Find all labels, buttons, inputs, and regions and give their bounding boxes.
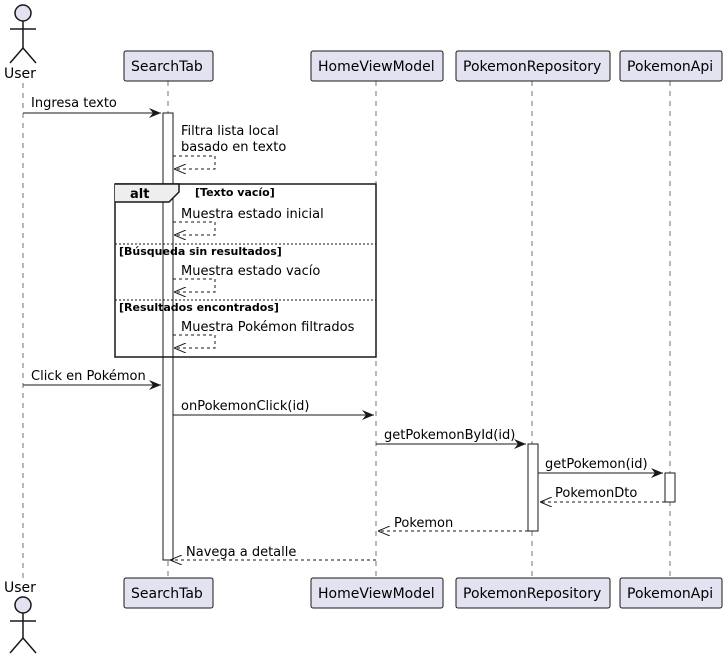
- message-filtra-lista: Filtra lista local basado en texto: [173, 124, 286, 169]
- actor-user-bottom: [9, 596, 37, 654]
- participant-searchtab-label-bottom: SearchTab: [131, 586, 203, 602]
- message-ingresa-texto: Ingresa texto: [23, 96, 161, 118]
- participant-pokemonapi-label: PokemonApi: [627, 59, 713, 75]
- alt-guard-3: [Resultados encontrados]: [119, 301, 279, 314]
- alt-guard-2: [Búsqueda sin resultados]: [119, 245, 282, 258]
- message-label: Click en Pokémon: [31, 369, 146, 384]
- participant-pokemonapi-box: [619, 50, 723, 82]
- message-label: PokemonDto: [555, 486, 637, 501]
- alt-tab: [115, 183, 180, 203]
- message-pokemondto: PokemonDto: [540, 486, 665, 502]
- actor-leg-right: [22, 637, 37, 654]
- participant-homeviewmodel-label: HomeViewModel: [318, 59, 435, 75]
- message-label: getPokemonById(id): [384, 428, 515, 443]
- message-getpokemonbyid: getPokemonById(id): [376, 428, 526, 449]
- participant-pokemonrepository-box: [455, 50, 611, 82]
- message-label: Pokemon: [394, 516, 453, 531]
- actor-leg-left: [9, 637, 24, 654]
- participant-pokemonapi-label-bottom: PokemonApi: [627, 586, 713, 602]
- message-label: Navega a detalle: [186, 545, 296, 560]
- alt-frame: [114, 183, 377, 358]
- participant-pokemonrepository-label-bottom: PokemonRepository: [463, 586, 601, 602]
- actor-user-label: User: [4, 66, 36, 82]
- activation-searchtab: [162, 112, 174, 561]
- message-pokemon-filtrados: Muestra Pokémon filtrados: [173, 320, 355, 348]
- message-getpokemon: getPokemon(id): [538, 457, 663, 478]
- message-estado-inicial: Muestra estado inicial: [173, 207, 324, 235]
- message-pokemon: Pokemon: [378, 516, 528, 531]
- message-estado-vacio: Muestra estado vacío: [173, 264, 320, 292]
- participant-pokemonrepository-label: PokemonRepository: [463, 59, 601, 75]
- message-label: Ingresa texto: [31, 96, 117, 111]
- message-arrow: [173, 155, 216, 169]
- message-label: Muestra Pokémon filtrados: [181, 320, 355, 335]
- actor-user-top: [9, 4, 37, 64]
- message-click-pokemon: Click en Pokémon: [23, 369, 161, 390]
- actor-leg-right: [22, 47, 37, 64]
- participant-homeviewmodel-box-bottom: [310, 577, 444, 609]
- message-navega-detalle: Navega a detalle: [170, 545, 376, 560]
- message-label: Muestra estado inicial: [181, 207, 324, 222]
- actor-head: [14, 596, 32, 614]
- participant-homeviewmodel-label-bottom: HomeViewModel: [318, 586, 435, 602]
- message-label-line-1: Filtra lista local: [181, 124, 279, 139]
- message-label: Muestra estado vacío: [181, 264, 320, 279]
- participant-homeviewmodel-box: [310, 50, 444, 82]
- participants-top: User SearchTab HomeViewModel PokemonRepo…: [4, 4, 723, 82]
- message-arrow: [173, 278, 216, 292]
- participant-pokemonrepository-box-bottom: [455, 577, 611, 609]
- participants-bottom: SearchTab HomeViewModel PokemonRepositor…: [4, 577, 723, 654]
- alt-guard-1: [Texto vacío]: [195, 186, 275, 199]
- message-onpokemonclick: onPokemonClick(id): [173, 399, 374, 420]
- alt-fragment: alt [Texto vacío] [Búsqueda sin resultad…: [114, 183, 377, 358]
- participant-searchtab-label: SearchTab: [131, 59, 203, 75]
- participant-pokemonapi-box-bottom: [619, 577, 723, 609]
- actor-user-label-bottom: User: [4, 580, 36, 596]
- actor-head: [14, 4, 32, 22]
- alt-keyword: alt: [130, 187, 149, 202]
- actor-leg-left: [9, 47, 24, 64]
- participant-searchtab-box: [123, 50, 214, 82]
- activation-pokemonrepository: [527, 443, 539, 532]
- message-label: getPokemon(id): [545, 457, 648, 472]
- message-label-line-2: basado en texto: [181, 140, 286, 155]
- message-arrow: [173, 221, 216, 235]
- activation-pokemonapi: [664, 472, 676, 503]
- message-arrow: [173, 334, 216, 348]
- message-label: onPokemonClick(id): [181, 399, 309, 414]
- participant-searchtab-box-bottom: [123, 577, 214, 609]
